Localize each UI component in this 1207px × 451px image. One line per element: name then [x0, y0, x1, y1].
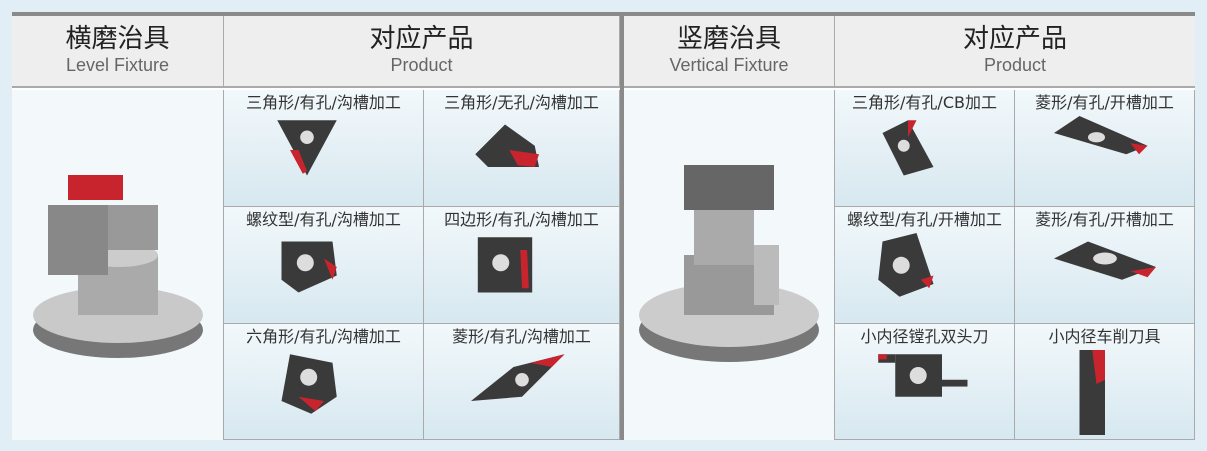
product-label: 六角形/有孔/沟槽加工	[246, 327, 401, 346]
header-subtitle: Level Fixture	[65, 55, 170, 75]
insert-icon	[477, 237, 532, 293]
product-cell: 四边形/有孔/沟槽加工	[424, 207, 620, 324]
product-table: 横磨治具 Level Fixture 对应产品 Product 竖磨治具 Ver…	[12, 12, 1195, 440]
insert-icon	[1053, 241, 1156, 280]
product-label: 三角形/无孔/沟槽加工	[444, 93, 599, 112]
header-title: 横磨治具	[65, 24, 170, 54]
product-label: 菱形/有孔/开槽加工	[1035, 93, 1174, 112]
product-cell: 螺纹型/有孔/沟槽加工	[224, 207, 424, 324]
product-label: 三角形/有孔/沟槽加工	[246, 93, 401, 112]
header-product-right: 对应产品 Product	[835, 16, 1195, 88]
insert-icon	[882, 120, 933, 176]
product-cell: 小内径车削刀具	[1015, 324, 1195, 440]
product-cell: 三角形/有孔/沟槽加工	[224, 90, 424, 207]
product-label: 菱形/有孔/开槽加工	[1035, 210, 1174, 229]
insert-icon	[877, 354, 967, 397]
vertical-fixture-image	[624, 90, 835, 440]
product-cell: 菱形/有孔/开槽加工	[1015, 207, 1195, 324]
section-divider	[620, 16, 624, 440]
insert-icon	[877, 233, 933, 297]
header-product-left: 对应产品 Product	[224, 16, 620, 88]
header-title: 竖磨治具	[676, 24, 781, 54]
header-title: 对应产品	[369, 24, 474, 54]
fixture-icon	[32, 175, 203, 358]
insert-icon	[276, 120, 337, 176]
insert-icon	[474, 124, 539, 167]
product-cell: 螺纹型/有孔/开槽加工	[835, 207, 1015, 324]
header-title: 对应产品	[962, 24, 1067, 54]
header-vertical-fixture: 竖磨治具 Vertical Fixture	[624, 16, 835, 88]
header-subtitle: Vertical Fixture	[669, 55, 789, 75]
insert-icon	[1079, 350, 1105, 435]
header-level-fixture: 横磨治具 Level Fixture	[12, 16, 224, 88]
product-label: 螺纹型/有孔/开槽加工	[847, 210, 1002, 229]
product-cell: 三角形/有孔/CB加工	[835, 90, 1015, 207]
level-fixture-image	[12, 90, 224, 440]
product-cell: 小内径镗孔双头刀	[835, 324, 1015, 440]
product-label: 螺纹型/有孔/沟槽加工	[246, 210, 401, 229]
product-cell: 六角形/有孔/沟槽加工	[224, 324, 424, 440]
product-label: 小内径镗孔双头刀	[860, 327, 989, 346]
product-cell: 菱形/有孔/沟槽加工	[424, 324, 620, 440]
product-label: 菱形/有孔/沟槽加工	[452, 327, 591, 346]
header-subtitle: Product	[390, 55, 453, 75]
product-label: 四边形/有孔/沟槽加工	[444, 210, 599, 229]
insert-icon	[470, 354, 564, 401]
header-subtitle: Product	[983, 55, 1047, 75]
product-cell: 三角形/无孔/沟槽加工	[424, 90, 620, 207]
product-label: 三角形/有孔/CB加工	[852, 93, 997, 112]
insert-icon	[1053, 116, 1147, 155]
product-label: 小内径车削刀具	[1048, 327, 1161, 346]
product-cell: 菱形/有孔/开槽加工	[1015, 90, 1195, 207]
fixture-icon	[639, 165, 819, 362]
insert-icon	[281, 354, 337, 414]
insert-icon	[281, 241, 337, 293]
